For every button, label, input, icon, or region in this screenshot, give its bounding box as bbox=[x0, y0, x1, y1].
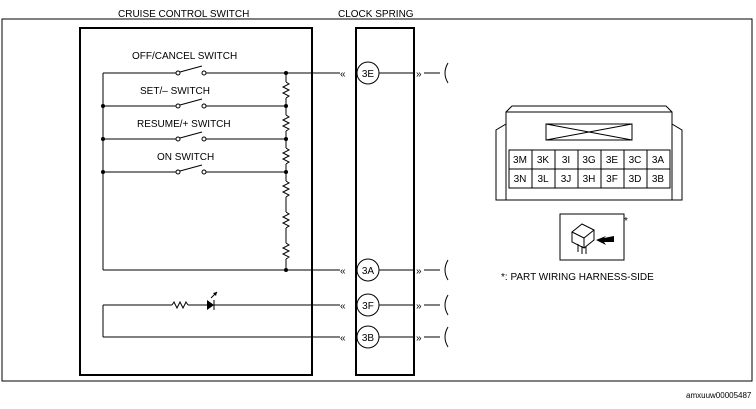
svg-text:»: » bbox=[416, 333, 422, 344]
pin-3j: 3J bbox=[561, 174, 572, 185]
svg-text:3B: 3B bbox=[362, 333, 375, 344]
reference-code: amxuuw00005487 bbox=[686, 391, 752, 400]
svg-text:3F: 3F bbox=[362, 301, 374, 312]
pin-3b: 3B bbox=[652, 174, 665, 185]
terminal-3a: « 3A » bbox=[340, 258, 449, 282]
set-minus-switch bbox=[103, 98, 286, 109]
pin-3l: 3L bbox=[537, 174, 549, 185]
pin-3n: 3N bbox=[514, 174, 527, 185]
on-switch bbox=[103, 164, 286, 175]
svg-text:»: » bbox=[416, 266, 422, 277]
on-switch-label: ON SWITCH bbox=[157, 152, 214, 163]
terminal-3f: « 3F » bbox=[340, 293, 449, 317]
svg-text:«: « bbox=[340, 266, 346, 277]
svg-text:3E: 3E bbox=[362, 69, 375, 80]
resume-plus-switch-label: RESUME/+ SWITCH bbox=[137, 119, 231, 130]
cruise-control-switch-box bbox=[79, 27, 313, 376]
terminal-3b: « 3B » bbox=[340, 325, 449, 349]
resistor-ladder bbox=[101, 71, 291, 272]
svg-text:*: * bbox=[624, 216, 628, 227]
resume-plus-switch bbox=[103, 131, 286, 142]
svg-text:«: « bbox=[340, 301, 346, 312]
svg-text:»: » bbox=[416, 301, 422, 312]
diagram-frame bbox=[1, 18, 753, 382]
harness-side-note: *: PART WIRING HARNESS-SIDE bbox=[501, 272, 654, 283]
pin-3c: 3C bbox=[629, 155, 642, 166]
connector-face bbox=[495, 105, 683, 201]
clock-spring-title: CLOCK SPRING bbox=[338, 9, 414, 20]
terminal-3e: « 3E » bbox=[340, 61, 449, 85]
pin-3i: 3I bbox=[562, 155, 570, 166]
svg-text:»: » bbox=[416, 69, 422, 80]
pin-3k: 3K bbox=[537, 155, 550, 166]
connector-pin-labels: 3M 3K 3I 3G 3E 3C 3A 3N 3L 3J 3H 3F 3D 3… bbox=[513, 155, 664, 185]
harness-side-icon: * bbox=[559, 213, 628, 261]
svg-text:«: « bbox=[340, 69, 346, 80]
pin-3e: 3E bbox=[606, 155, 619, 166]
illumination-circuit bbox=[102, 291, 340, 338]
off-cancel-switch-label: OFF/CANCEL SWITCH bbox=[132, 51, 237, 62]
cruise-control-switch-title: CRUISE CONTROL SWITCH bbox=[118, 9, 249, 20]
set-minus-switch-label: SET/– SWITCH bbox=[140, 86, 210, 97]
pin-3d: 3D bbox=[629, 174, 642, 185]
svg-text:3A: 3A bbox=[362, 266, 375, 277]
clock-spring-box bbox=[355, 27, 415, 376]
pin-3a: 3A bbox=[652, 155, 665, 166]
pin-3g: 3G bbox=[582, 155, 596, 166]
pin-3m: 3M bbox=[513, 155, 527, 166]
svg-text:«: « bbox=[340, 333, 346, 344]
pin-3f: 3F bbox=[606, 174, 618, 185]
pin-3h: 3H bbox=[583, 174, 596, 185]
off-cancel-switch bbox=[103, 65, 286, 76]
